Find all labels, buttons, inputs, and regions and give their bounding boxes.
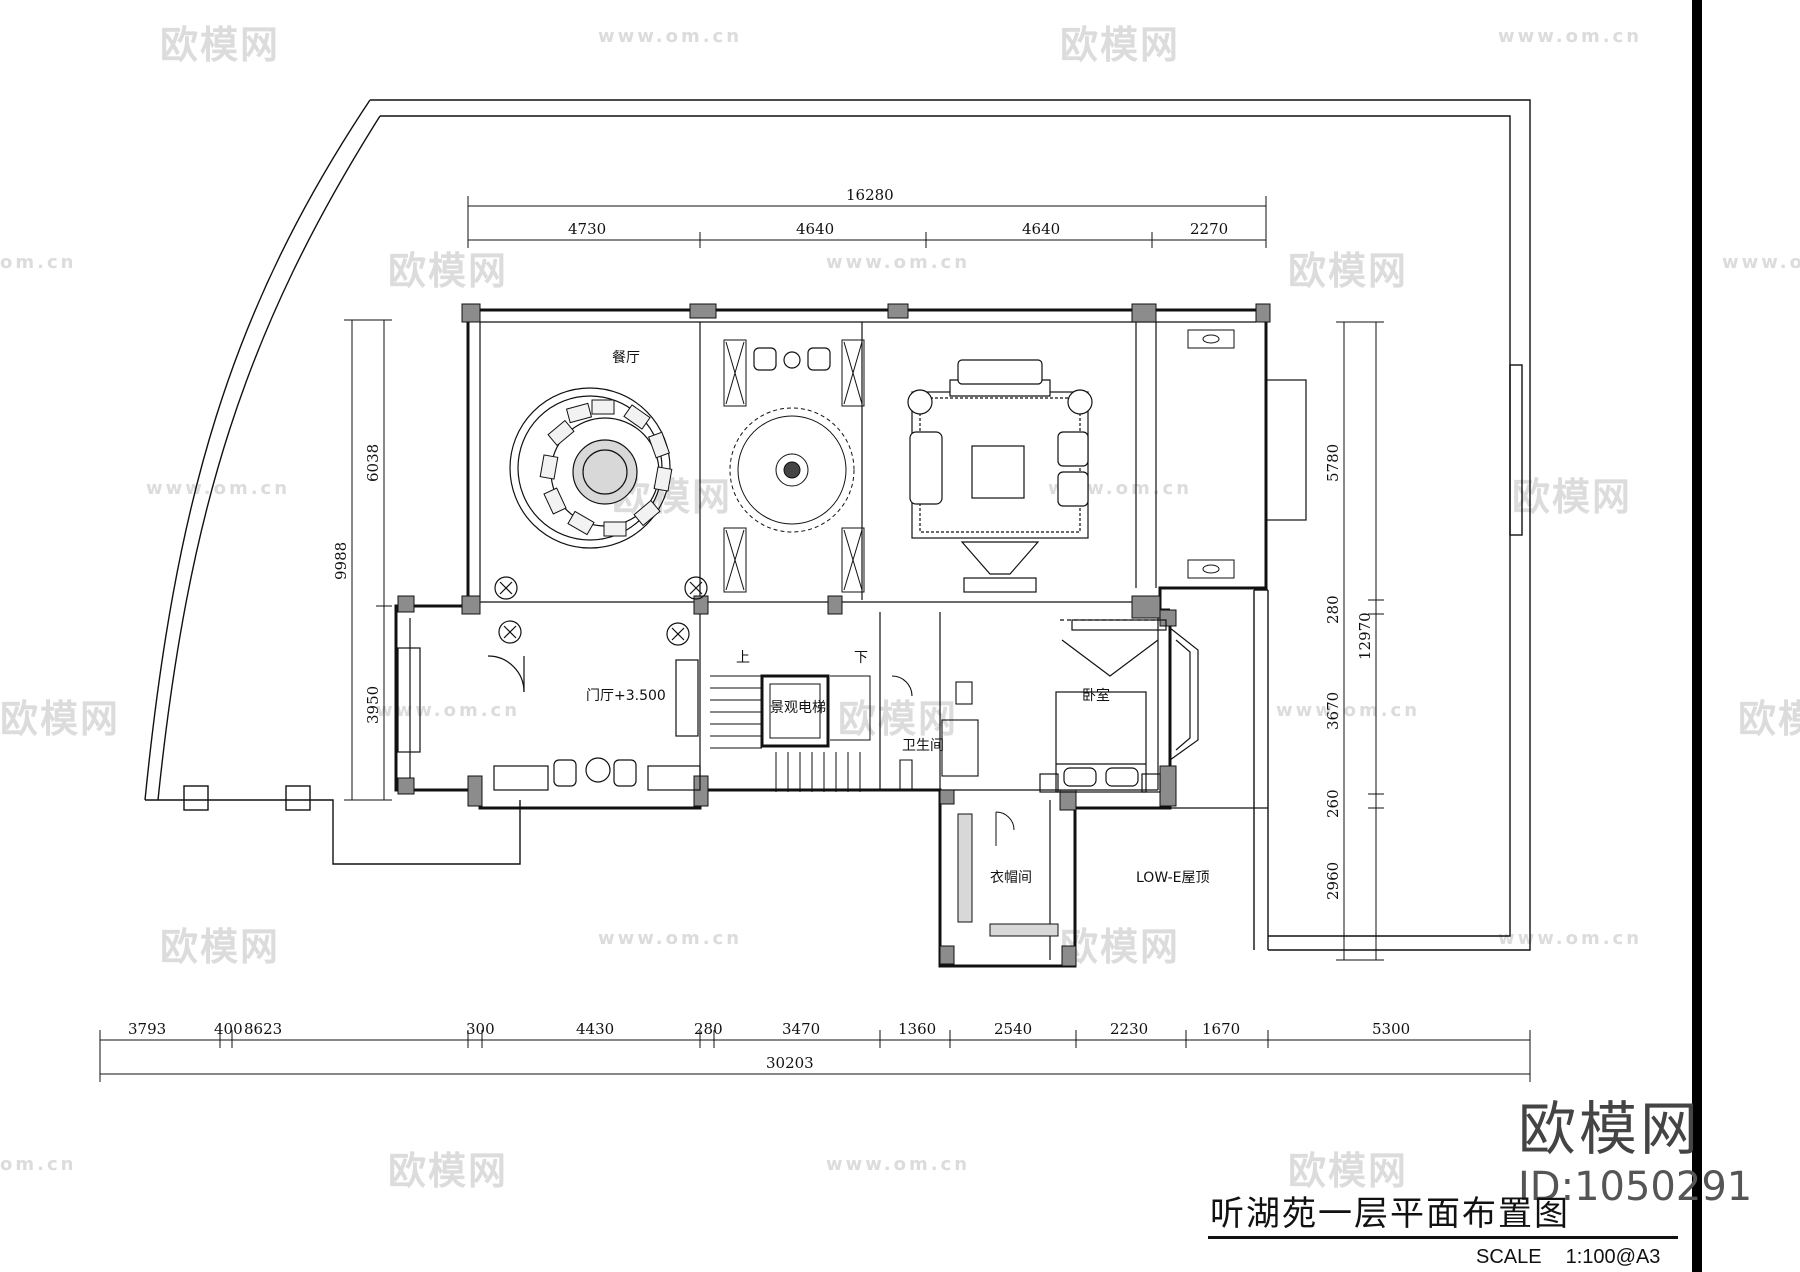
watermark-logo: 欧模网 — [1060, 23, 1181, 67]
room-label-closet: 衣帽间 — [990, 870, 1032, 886]
watermark-url: www.om.cn — [376, 700, 521, 721]
watermark-url: www.om.cn — [826, 1154, 971, 1175]
watermark-logo: 欧模网 — [838, 697, 959, 741]
watermark-url: www.om.cn — [1498, 928, 1643, 949]
room-label-roof: LOW-E屋顶 — [1136, 870, 1210, 886]
dim-left-lower: 3950 — [364, 686, 382, 724]
dim-bottom-segment: 2540 — [994, 1020, 1032, 1038]
dim-right-outer: 12970 — [1356, 612, 1374, 660]
stair-label-up: 上 — [736, 650, 750, 666]
scale-label: SCALE — [1476, 1246, 1542, 1268]
dim-top-segment: 2270 — [1190, 220, 1228, 238]
watermark-url: om.cn — [0, 252, 77, 273]
watermark-logo: 欧模网 — [1288, 1149, 1409, 1193]
room-label-bedroom: 卧室 — [1082, 687, 1110, 704]
room-label-elevator: 景观电梯 — [770, 700, 826, 716]
room-label-dining: 餐厅 — [612, 350, 640, 366]
dim-right-segment: 3670 — [1324, 692, 1342, 730]
watermark-url: www.om.cn — [598, 928, 743, 949]
drawing-title: 听湖苑一层平面布置图 — [1210, 1194, 1570, 1234]
frame-border — [1692, 0, 1702, 1272]
scale-note: SCALE 1:100@A3 — [1476, 1246, 1660, 1269]
scale-value: 1:100@A3 — [1565, 1246, 1661, 1268]
dim-bottom-segment: 300 — [466, 1020, 495, 1038]
dim-right-segment: 280 — [1324, 595, 1342, 624]
dim-bottom-segment: 5300 — [1372, 1020, 1410, 1038]
watermark-url: www.om.cn — [1722, 252, 1800, 273]
watermark-logo: 欧模网 — [0, 697, 121, 741]
dim-top-segment: 4640 — [796, 220, 834, 238]
watermark-logo: 欧模网 — [160, 925, 281, 969]
dim-bottom-total: 30203 — [766, 1054, 814, 1072]
dim-left-outer: 9988 — [332, 542, 350, 580]
dim-bottom-segment: 280 — [694, 1020, 723, 1038]
watermark-logo: 欧模网 — [1288, 249, 1409, 293]
dim-bottom-segment: 2230 — [1110, 1020, 1148, 1038]
dim-bottom-segment: 400 — [214, 1020, 243, 1038]
watermark-logo: 欧模网 — [1060, 925, 1181, 969]
brand-id: ID:1050291 — [1518, 1164, 1753, 1210]
dim-bottom-segment: 3470 — [782, 1020, 820, 1038]
watermark-url: www.om.cn — [598, 26, 743, 47]
dim-bottom-segment: 1670 — [1202, 1020, 1240, 1038]
watermark-url: om.cn — [0, 1154, 77, 1175]
stair-label-down: 下 — [854, 650, 868, 666]
dim-right-segment: 5780 — [1324, 444, 1342, 482]
dim-bottom-segment: 4430 — [576, 1020, 614, 1038]
watermark-url: www.om.cn — [1276, 700, 1421, 721]
dim-bottom-segment: 8623 — [244, 1020, 282, 1038]
watermark-logo: 欧模网 — [388, 1149, 509, 1193]
dim-left-upper: 6038 — [364, 444, 382, 482]
dim-top-segment: 4730 — [568, 220, 606, 238]
dim-right-segment: 260 — [1324, 789, 1342, 818]
dim-bottom-segment: 1360 — [898, 1020, 936, 1038]
dim-top-total: 16280 — [846, 186, 894, 204]
dim-bottom-segment: 3793 — [128, 1020, 166, 1038]
watermark-logo: 欧模网 — [1738, 697, 1800, 741]
watermark-url: www.om.cn — [826, 252, 971, 273]
dim-right-segment: 2960 — [1324, 862, 1342, 900]
room-label-foyer: 门厅+3.500 — [586, 688, 666, 704]
watermark-logo: 欧模网 — [1512, 475, 1633, 519]
dim-top-segment: 4640 — [1022, 220, 1060, 238]
watermark-logo: 欧模网 — [388, 249, 509, 293]
watermark-url: www.om.cn — [146, 478, 291, 499]
title-underline — [1208, 1236, 1678, 1239]
watermark-logo: 欧模网 — [160, 23, 281, 67]
brand-logo: 欧模网 — [1518, 1095, 1702, 1163]
room-label-bathroom: 卫生间 — [902, 738, 944, 754]
watermark-url: www.om.cn — [1498, 26, 1643, 47]
